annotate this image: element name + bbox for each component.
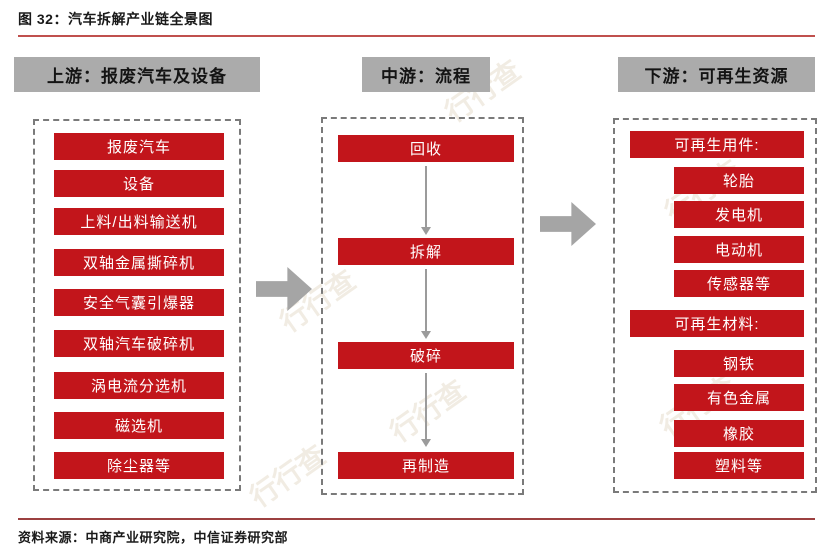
upstream-item: 双轴金属撕碎机	[54, 249, 224, 276]
midstream-step: 回收	[338, 135, 514, 162]
stage-arrow-right-icon	[256, 267, 312, 311]
upstream-box: 报废汽车 设备 上料/出料输送机 双轴金属撕碎机 安全气囊引爆器 双轴汽车破碎机…	[33, 119, 241, 491]
figure-title: 图 32：汽车拆解产业链全景图	[18, 11, 213, 27]
midstream-step: 拆解	[338, 238, 514, 265]
downstream-item: 发电机	[674, 201, 804, 228]
source-divider	[18, 518, 815, 520]
upstream-item: 双轴汽车破碎机	[54, 330, 224, 357]
upstream-item: 涡电流分选机	[54, 372, 224, 399]
downstream-group-label: 可再生材料:	[630, 310, 804, 337]
downstream-item: 轮胎	[674, 167, 804, 194]
upstream-item: 安全气囊引爆器	[54, 289, 224, 316]
flow-arrow-down-icon	[421, 166, 431, 235]
upstream-item: 上料/出料输送机	[54, 208, 224, 235]
downstream-box: 可再生用件: 轮胎 发电机 电动机 传感器等 可再生材料: 钢铁 有色金属 橡胶…	[613, 118, 817, 493]
figure-source: 资料来源：中商产业研究院，中信证券研究部	[18, 530, 289, 545]
title-divider	[18, 35, 815, 37]
downstream-header: 下游：可再生资源	[618, 57, 815, 92]
midstream-box: 回收 拆解 破碎 再制造	[321, 117, 524, 495]
midstream-step: 破碎	[338, 342, 514, 369]
downstream-item: 橡胶	[674, 420, 804, 447]
flow-arrow-down-icon	[421, 373, 431, 447]
upstream-item: 磁选机	[54, 412, 224, 439]
flow-arrow-down-icon	[421, 269, 431, 339]
upstream-item: 设备	[54, 170, 224, 197]
downstream-item: 电动机	[674, 236, 804, 263]
watermark: 行行查	[244, 439, 332, 514]
downstream-item: 钢铁	[674, 350, 804, 377]
upstream-header: 上游：报废汽车及设备	[14, 57, 260, 92]
midstream-header: 中游：流程	[362, 57, 490, 92]
downstream-group-label: 可再生用件:	[630, 131, 804, 158]
stage-arrow-right-icon	[540, 202, 596, 246]
upstream-item: 除尘器等	[54, 452, 224, 479]
upstream-item: 报废汽车	[54, 133, 224, 160]
downstream-item: 塑料等	[674, 452, 804, 479]
downstream-item: 有色金属	[674, 384, 804, 411]
downstream-item: 传感器等	[674, 270, 804, 297]
midstream-step: 再制造	[338, 452, 514, 479]
